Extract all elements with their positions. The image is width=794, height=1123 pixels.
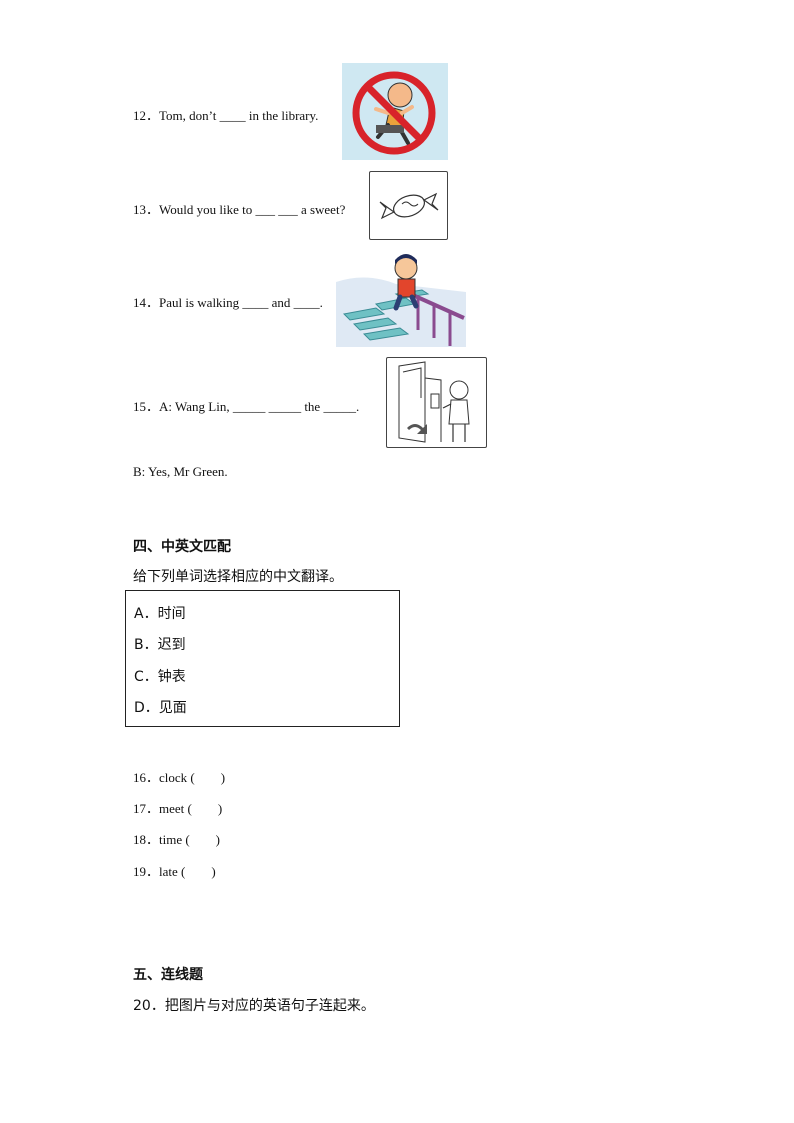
boy-door-icon [398,361,470,443]
section-4-instruction: 给下列单词选择相应的中文翻译。 [133,569,343,585]
section-5-instruction: 20．把图片与对应的英语句子连起来。 [133,998,375,1014]
option-d: D．见面 [134,700,187,716]
no-running-sign-image [342,63,448,160]
section-5-heading: 五、连线题 [133,967,203,983]
answer-b: B: Yes, Mr Green. [133,464,228,479]
no-running-icon [342,63,448,160]
question-15: 15．A: Wang Lin, _____ _____ the _____. [133,399,360,414]
question-13: 13．Would you like to ___ ___ a sweet? [133,202,346,217]
section-4-heading: 四、中英文匹配 [133,539,231,555]
option-a: A．时间 [134,606,186,622]
question-19[interactable]: 19．late ( ) [133,864,216,879]
boy-at-door-image [386,357,487,448]
question-14: 14．Paul is walking ____ and ____. [133,295,323,310]
candy-icon [379,192,439,220]
question-18[interactable]: 18．time ( ) [133,832,221,847]
stairs-boy-icon [336,252,466,347]
option-c: C．钟表 [134,669,186,685]
boy-on-stairs-image [336,252,466,347]
question-12: 12．Tom, don’t ____ in the library. [133,108,319,123]
candy-image [369,171,448,240]
question-17[interactable]: 17．meet ( ) [133,801,223,816]
question-16[interactable]: 16．clock ( ) [133,770,226,785]
options-box: A．时间 B．迟到 C．钟表 D．见面 [125,590,400,727]
option-b: B．迟到 [134,637,186,653]
